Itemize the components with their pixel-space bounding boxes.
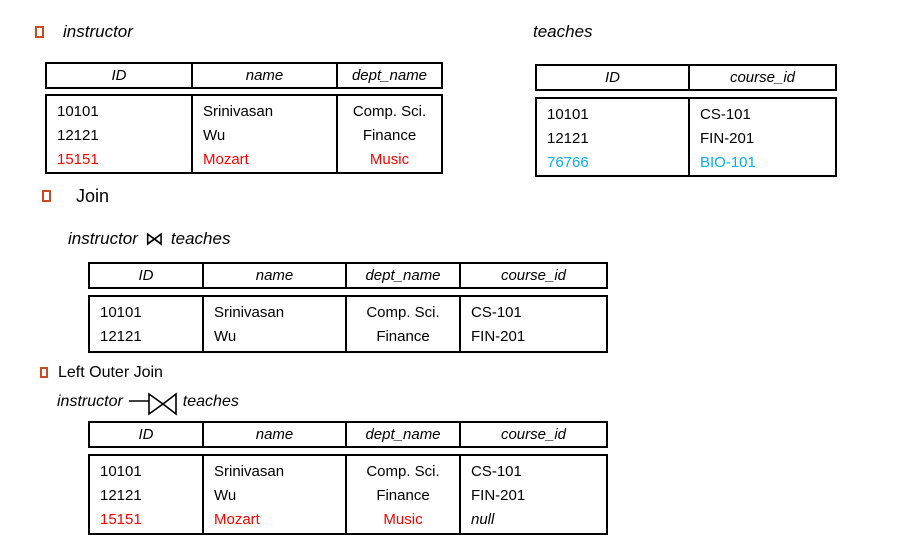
left-outer-join-icon [123, 389, 183, 416]
column-header: dept_name [345, 264, 459, 287]
left-outer-join-table-header: ID name dept_name course_id [88, 421, 608, 448]
instructor-id-column: 10101 12121 15151 [47, 96, 191, 172]
cell-value: Srinivasan [203, 103, 274, 120]
join-id-column: 10101 12121 [90, 297, 202, 351]
join-course-column: CS-101 FIN-201 [459, 297, 606, 351]
expression-right-operand: teaches [182, 393, 239, 410]
cell-value: Wu [214, 328, 237, 345]
loj-id-column: 10101 12121 15151 [90, 456, 202, 533]
cell-value: CS-101 [471, 304, 522, 321]
cell-value: FIN-201 [471, 328, 526, 345]
instructor-dept-column: Comp. Sci. Finance Music [336, 96, 441, 172]
loj-course-column: CS-101 FIN-201 null [459, 456, 606, 533]
teaches-table-header: ID course_id [535, 64, 837, 91]
instructor-name-column: Srinivasan Wu Mozart [191, 96, 336, 172]
cell-value: null [471, 511, 495, 528]
cell-value: Comp. Sci. [366, 304, 440, 321]
cell-value: Mozart [203, 151, 249, 168]
cell-value: Music [369, 151, 410, 168]
cell-value: Wu [214, 487, 237, 504]
join-table-header: ID name dept_name course_id [88, 262, 608, 289]
cell-value: Srinivasan [214, 304, 285, 321]
join-name-column: Srinivasan Wu [202, 297, 345, 351]
column-header: course_id [459, 423, 606, 446]
cell-value: Finance [376, 328, 430, 345]
column-header: dept_name [336, 64, 441, 87]
cell-value: Finance [362, 127, 417, 144]
join-dept-column: Comp. Sci. Finance [345, 297, 459, 351]
column-header: name [202, 423, 345, 446]
bullet-square-icon [35, 26, 44, 38]
instructor-table-body: 10101 12121 15151 Srinivasan Wu Mozart C… [45, 94, 443, 174]
cell-value: 12121 [57, 127, 99, 144]
column-header: ID [138, 267, 154, 284]
bullet-square-icon [40, 367, 48, 378]
cell-value: BIO-101 [700, 154, 756, 171]
column-header: course_id [688, 66, 835, 89]
join-section-title: Join [76, 186, 110, 206]
column-header: name [202, 264, 345, 287]
cell-value: 10101 [100, 304, 142, 321]
column-header: ID [111, 67, 127, 84]
cell-value: 12121 [100, 487, 142, 504]
cell-value: FIN-201 [700, 130, 755, 147]
left-outer-join-expression: instructor teaches [57, 389, 239, 416]
cell-value: Mozart [214, 511, 260, 528]
loj-dept-column: Comp. Sci. Finance Music [345, 456, 459, 533]
cell-value: 10101 [57, 103, 99, 120]
bullet-square-icon [42, 190, 51, 202]
teaches-table-title: teaches [533, 22, 593, 41]
teaches-id-column: 10101 12121 76766 [537, 99, 688, 175]
cell-value: Comp. Sci. [366, 463, 440, 480]
column-header: name [191, 64, 336, 87]
cell-value: 15151 [100, 511, 142, 528]
cell-value: CS-101 [471, 463, 522, 480]
cell-value: 12121 [100, 328, 142, 345]
join-table-body: 10101 12121 Srinivasan Wu Comp. Sci. Fin… [88, 295, 608, 353]
expression-left-operand: instructor [57, 393, 123, 410]
expression-right-operand: teaches [170, 229, 231, 248]
cell-value: FIN-201 [471, 487, 526, 504]
instructor-table-title: instructor [63, 22, 133, 41]
column-header: dept_name [345, 423, 459, 446]
instructor-table-header: ID name dept_name [45, 62, 443, 89]
loj-name-column: Srinivasan Wu Mozart [202, 456, 345, 533]
teaches-course-column: CS-101 FIN-201 BIO-101 [688, 99, 835, 175]
cell-value: 76766 [547, 154, 589, 171]
left-outer-join-section-title: Left Outer Join [58, 364, 163, 381]
cell-value: Finance [376, 487, 430, 504]
column-header: ID [138, 426, 154, 443]
cell-value: CS-101 [700, 106, 751, 123]
cell-value: 15151 [57, 151, 99, 168]
natural-join-icon: ⋈ [144, 228, 164, 250]
cell-value: Srinivasan [214, 463, 285, 480]
cell-value: 12121 [547, 130, 589, 147]
column-header: course_id [459, 264, 606, 287]
join-expression: instructor ⋈ teaches [68, 229, 230, 249]
cell-value: 10101 [100, 463, 142, 480]
cell-value: Music [383, 511, 423, 528]
cell-value: 10101 [547, 106, 589, 123]
cell-value: Comp. Sci. [352, 103, 427, 120]
expression-left-operand: instructor [68, 229, 138, 248]
left-outer-join-table-body: 10101 12121 15151 Srinivasan Wu Mozart C… [88, 454, 608, 535]
column-header: ID [605, 69, 620, 86]
cell-value: Wu [203, 127, 226, 144]
teaches-table-body: 10101 12121 76766 CS-101 FIN-201 BIO-101 [535, 97, 837, 177]
